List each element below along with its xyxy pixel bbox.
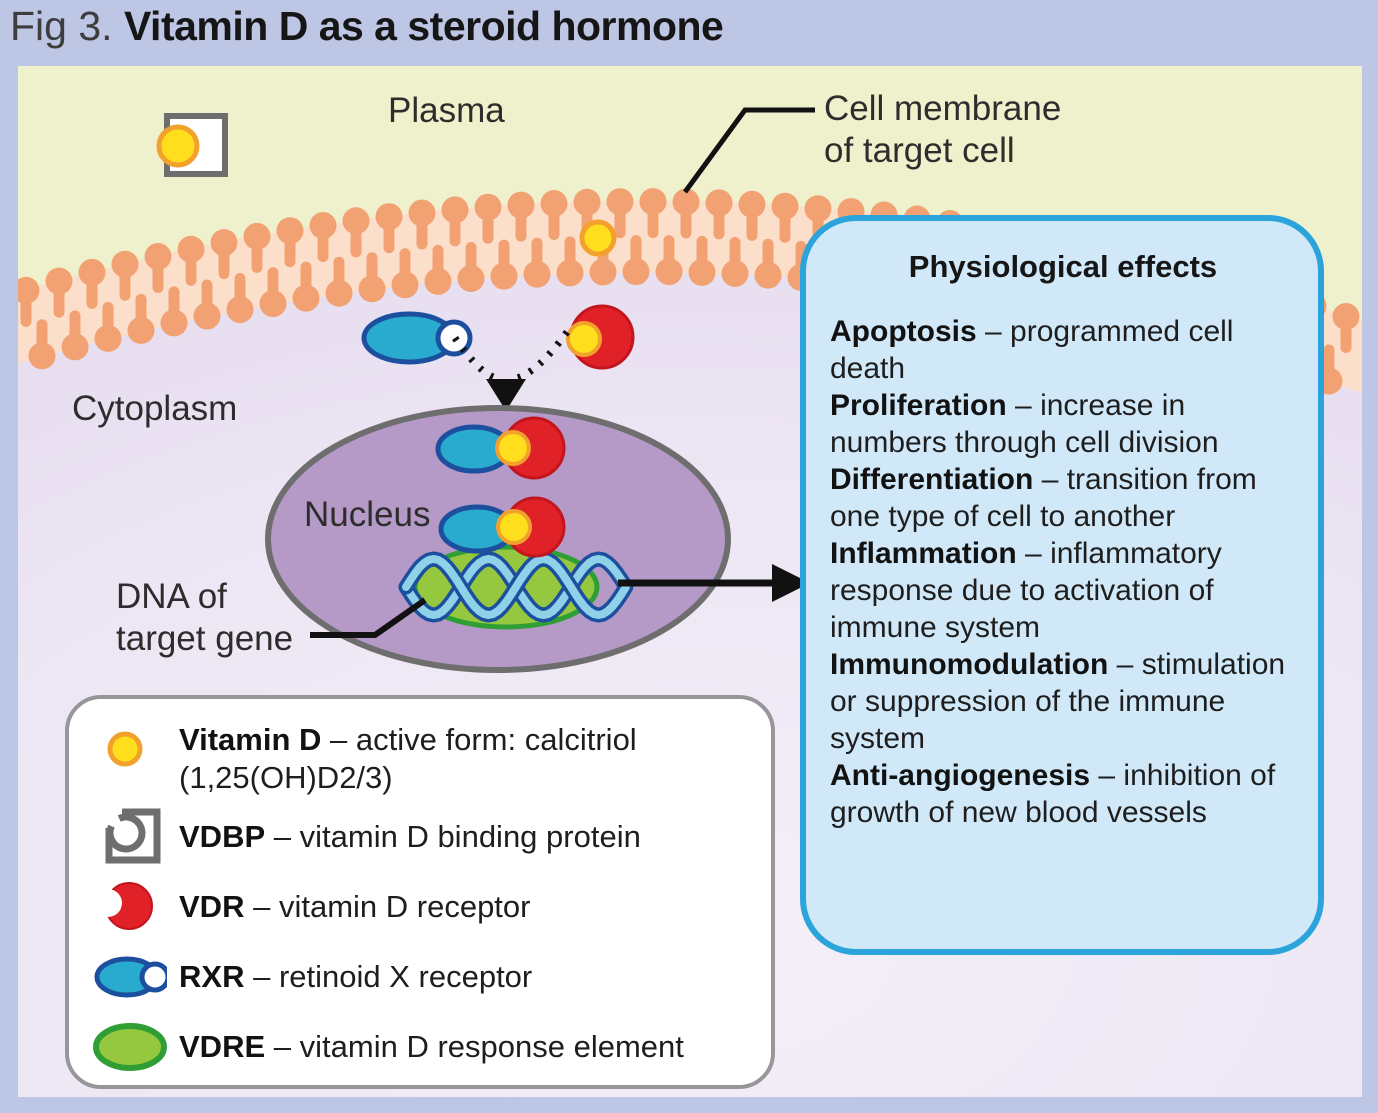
dash: –	[253, 959, 271, 994]
nucleus-label: Nucleus	[304, 495, 431, 534]
legend-text: VDRE – vitamin D response element	[179, 1028, 739, 1066]
legend-item-rxr: RXR – retinoid X receptor	[93, 947, 739, 1007]
cytoplasm-label: Cytoplasm	[72, 389, 238, 428]
rxr-vdr-complex-lower	[438, 496, 566, 558]
rxr-vdr-complex-upper	[435, 416, 566, 480]
dash: –	[1015, 389, 1032, 422]
effect-term: Apoptosis	[830, 315, 977, 348]
effect-item-proliferation: Proliferation – increase in numbers thro…	[830, 387, 1296, 461]
cell-membrane-label: Cell membrane of target cell	[824, 88, 1061, 172]
rxr-free	[361, 311, 473, 365]
effect-desc: inflammatory response due to activation …	[830, 537, 1222, 644]
dna-helix	[398, 551, 634, 623]
diagram-panel: Plasma Cell membrane of target cell Cyto…	[18, 66, 1362, 1097]
dna-label-line1: DNA of	[116, 577, 227, 616]
legend-desc: vitamin D binding protein	[299, 819, 641, 854]
effect-desc: increase in numbers through cell divisio…	[830, 389, 1219, 459]
dash: –	[330, 722, 348, 757]
vdbp-icon	[105, 808, 161, 864]
vdr-with-vitamin-d-free	[566, 304, 635, 370]
legend-item-vdbp: VDBP – vitamin D binding protein	[93, 807, 739, 867]
effect-desc: stimulation or suppression of the immune…	[830, 648, 1286, 755]
legend-item-vdre: VDRE – vitamin D response element	[93, 1017, 739, 1077]
legend-text: VDBP – vitamin D binding protein	[179, 818, 739, 856]
effects-panel-title: Physiological effects	[908, 249, 1218, 284]
dotted-arrow-right	[515, 329, 570, 382]
effect-desc: programmed cell death	[830, 315, 1234, 385]
membrane-pointer-line	[682, 107, 815, 194]
dna-label: DNA of target gene	[116, 576, 293, 660]
legend-term: VDRE	[179, 1029, 266, 1064]
dash: –	[1116, 648, 1134, 681]
effect-item-immunomodulation: Immunomodulation – stimulation or suppre…	[830, 646, 1296, 757]
legend-desc: active form: calcitriol (1,25(OH)D2/3)	[179, 722, 637, 795]
figure-title: Fig 3. Vitamin D as a steroid hormone	[10, 2, 724, 50]
effect-item-differentiation: Differentiation – transition from one ty…	[830, 461, 1296, 535]
dash: –	[1025, 537, 1042, 570]
cell-membrane-label-line2: of target cell	[824, 131, 1015, 170]
effect-term: Differentiation	[830, 463, 1034, 496]
legend-term: RXR	[179, 959, 245, 994]
cell-membrane-label-line1: Cell membrane	[824, 89, 1062, 128]
dna-pointer-line	[310, 597, 427, 638]
effect-term: Immunomodulation	[830, 648, 1109, 681]
down-arrowhead	[486, 379, 526, 411]
effect-item-anti-angiogenesis: Anti-angiogenesis – inhibition of growth…	[830, 757, 1296, 831]
vdr-icon	[94, 882, 153, 930]
physiological-effects-panel: Physiological effects Apoptosis – progra…	[800, 215, 1324, 955]
legend-desc: vitamin D receptor	[278, 889, 531, 924]
vitamin-d-in-membrane	[579, 219, 617, 257]
legend-box: Vitamin D – active form: calcitriol (1,2…	[65, 695, 775, 1089]
effect-item-apoptosis: Apoptosis – programmed cell death	[830, 313, 1296, 387]
effect-term: Inflammation	[830, 537, 1017, 570]
effect-desc: transition from one type of cell to anot…	[830, 463, 1257, 533]
legend-text: VDR – vitamin D receptor	[179, 888, 739, 926]
plasma-label: Plasma	[388, 91, 505, 130]
figure-name: Vitamin D as a steroid hormone	[123, 3, 724, 49]
legend-item-vdr: VDR – vitamin D receptor	[93, 877, 739, 937]
figure-label: Fig 3.	[10, 3, 113, 49]
dash: –	[273, 819, 292, 854]
vdre-icon	[93, 1023, 167, 1071]
legend-desc: vitamin D response element	[299, 1029, 684, 1064]
effects-arrow	[618, 564, 810, 602]
legend-term: VDR	[179, 889, 245, 924]
dash: –	[1041, 463, 1059, 496]
dash: –	[985, 315, 1002, 348]
legend-term: VDBP	[179, 819, 266, 854]
rxr-icon	[94, 956, 167, 998]
dash: –	[273, 1029, 292, 1064]
dash: –	[253, 889, 271, 924]
effect-term: Anti-angiogenesis	[830, 759, 1091, 792]
dna-label-line2: target gene	[116, 619, 294, 658]
effect-item-inflammation: Inflammation – inflammatory response due…	[830, 535, 1296, 646]
vitamin-d-icon	[107, 731, 143, 767]
dotted-arrow-left	[452, 336, 498, 382]
legend-text: Vitamin D – active form: calcitriol (1,2…	[179, 721, 739, 797]
effect-desc: inhibition of growth of new blood vessel…	[830, 759, 1276, 829]
vdbp-with-vitamin-d	[156, 113, 228, 177]
legend-term: Vitamin D	[179, 722, 322, 757]
legend-text: RXR – retinoid X receptor	[179, 958, 739, 996]
legend-item-vitamin-d: Vitamin D – active form: calcitriol (1,2…	[93, 721, 739, 797]
dash: –	[1098, 759, 1116, 792]
vitamin-d-in-vdbp	[156, 124, 200, 168]
effect-term: Proliferation	[830, 389, 1007, 422]
legend-desc: retinoid X receptor	[278, 959, 533, 994]
